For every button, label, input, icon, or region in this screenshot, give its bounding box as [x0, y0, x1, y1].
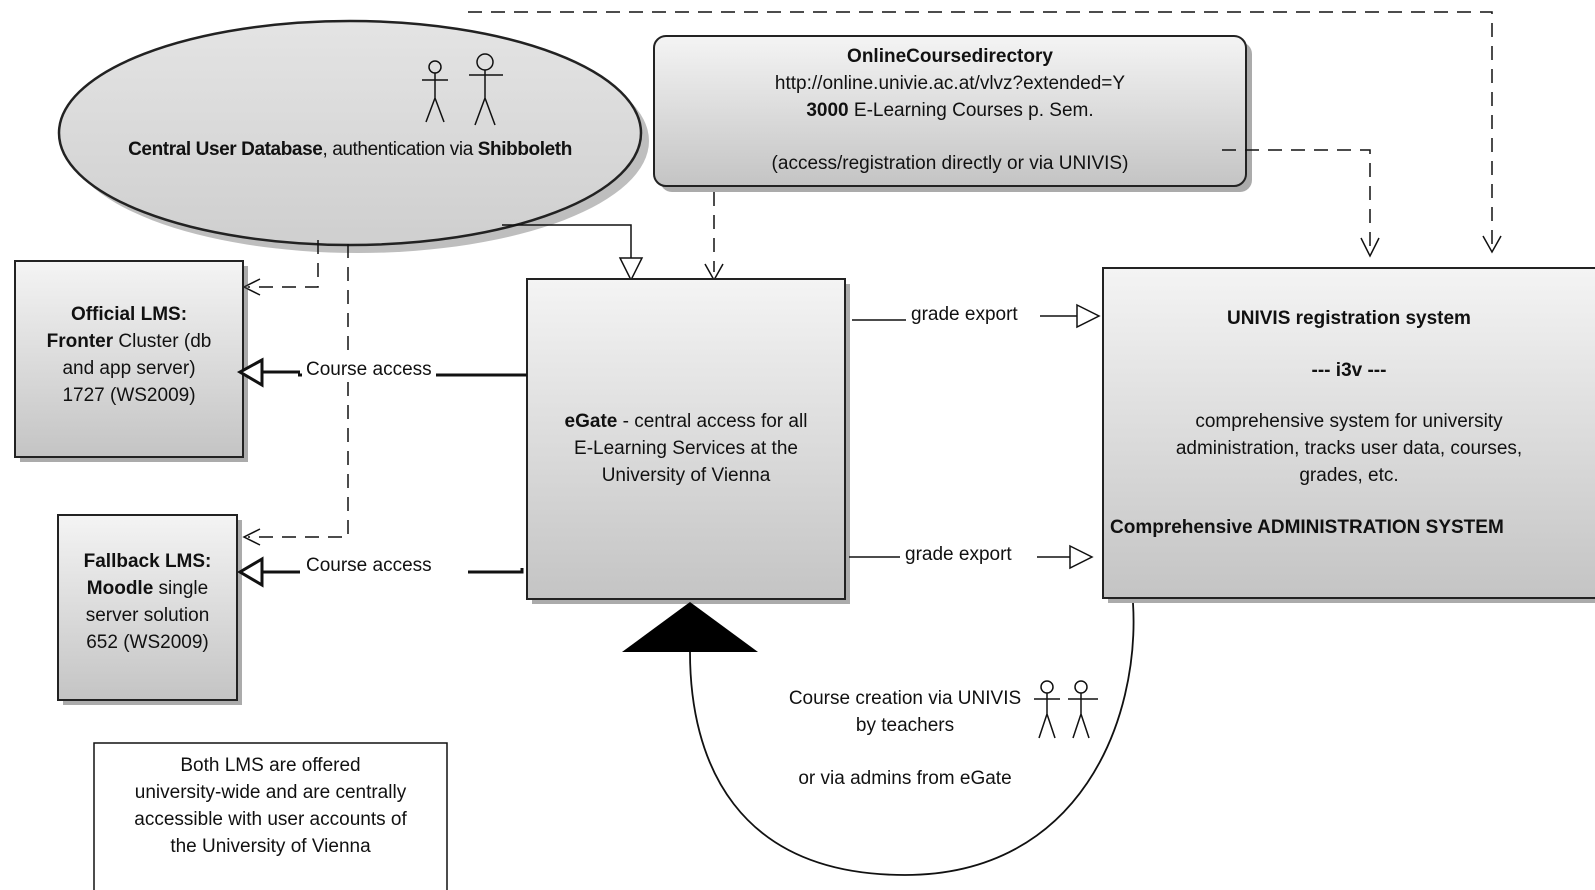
edge-db-to-fallback-lms	[248, 244, 349, 538]
note-line2: university-wide and are centrally	[134, 782, 407, 803]
edge-grade-export-1	[852, 315, 1077, 321]
arrowhead-fallback-lms	[237, 556, 264, 588]
edge-db-to-egate	[502, 224, 632, 258]
egate-node	[526, 278, 846, 600]
fallback-lms-line2: Moodle single	[86, 578, 209, 599]
official-lms-line2: Fronter Cluster (db	[46, 331, 212, 352]
fallback-lms-node	[57, 514, 238, 701]
edge-label-course-access-official: Course access	[302, 359, 436, 381]
edge-label-grade-export-1: grade export	[907, 304, 1022, 326]
central-db-title: Central User Database	[128, 139, 323, 160]
central-db-auth-text: , authentication via	[322, 139, 478, 160]
univis-node	[1102, 267, 1595, 599]
arrowhead-course-creation	[622, 602, 758, 652]
course-directory-label: OnlineCoursedirectory http://online.univ…	[654, 43, 1246, 177]
official-lms-count: 1727 (WS2009)	[62, 385, 196, 406]
arrowhead-db-egate	[618, 257, 644, 282]
univis-title: UNIVIS registration system	[1227, 308, 1471, 329]
central-db-label: Central User Database, authentication vi…	[72, 136, 628, 163]
univis-desc-line2: administration, tracks user data, course…	[1175, 438, 1523, 459]
course-directory-count: 3000 E-Learning Courses p. Sem.	[806, 100, 1094, 121]
univis-subtitle: --- i3v ---	[1311, 360, 1387, 381]
fallback-lms-line3: server solution	[85, 605, 210, 626]
note-line1: Both LMS are offered	[180, 755, 361, 776]
central-user-database-shape	[57, 19, 643, 247]
official-lms-line3: and app server)	[62, 358, 196, 379]
fallback-lms-label: Fallback LMS: Moodle single server solut…	[58, 548, 237, 656]
edge-label-course-access-fallback: Course access	[302, 555, 436, 577]
univis-desc-line1: comprehensive system for university	[1195, 411, 1503, 432]
users-icon	[422, 53, 503, 126]
course-creation-line1: Course creation via UNIVIS	[788, 688, 1022, 709]
note-box	[93, 742, 448, 890]
course-directory-node	[653, 35, 1247, 187]
edge-label-grade-export-2: grade export	[901, 544, 1016, 566]
course-creation-line3: or via admins from eGate	[798, 768, 1012, 789]
central-db-shibboleth: Shibboleth	[477, 139, 573, 160]
fallback-lms-title: Fallback LMS:	[83, 551, 212, 572]
arrowhead-db-univis	[1482, 235, 1502, 254]
teachers-icon	[1034, 680, 1098, 739]
edge-directory-to-univis	[1222, 149, 1371, 250]
official-lms-title: Official LMS:	[70, 304, 188, 325]
course-directory-note: (access/registration directly or via UNI…	[771, 153, 1129, 174]
arrowhead-grade-export-1	[1076, 303, 1101, 329]
edge-course-creation	[689, 602, 1135, 876]
note-line3: accessible with user accounts of	[134, 809, 407, 830]
univis-label: UNIVIS registration system --- i3v --- c…	[1103, 305, 1595, 541]
course-directory-title: OnlineCoursedirectory	[847, 46, 1053, 67]
note-line4: the University of Vienna	[170, 836, 371, 857]
edge-label-course-creation: Course creation via UNIVIS by teachers o…	[760, 685, 1050, 792]
note-text: Both LMS are offered university-wide and…	[94, 752, 447, 860]
edge-egate-to-fallback-lms	[468, 568, 524, 574]
course-creation-line2: by teachers	[855, 715, 955, 736]
egate-line3: University of Vienna	[601, 465, 771, 486]
univis-footer: Comprehensive ADMINISTRATION SYSTEM	[1110, 517, 1504, 538]
edge-db-to-official-lms	[248, 240, 319, 288]
official-lms-label: Official LMS: Fronter Cluster (db and ap…	[15, 301, 243, 409]
univis-desc-line3: grades, etc.	[1299, 465, 1399, 486]
course-directory-url: http://online.univie.ac.at/vlvz?extended…	[774, 73, 1126, 94]
edge-db-to-univis	[468, 11, 1493, 248]
arrowhead-db-fallback	[242, 528, 261, 546]
fallback-lms-count: 652 (WS2009)	[86, 632, 209, 653]
egate-line1: eGate - central access for all	[564, 411, 808, 432]
egate-line2: E-Learning Services at the	[574, 438, 798, 459]
arrowhead-directory-univis	[1360, 237, 1380, 258]
arrowhead-grade-export-2	[1069, 544, 1094, 570]
egate-label: eGate - central access for all E-Learnin…	[527, 408, 845, 489]
official-lms-node	[14, 260, 244, 458]
